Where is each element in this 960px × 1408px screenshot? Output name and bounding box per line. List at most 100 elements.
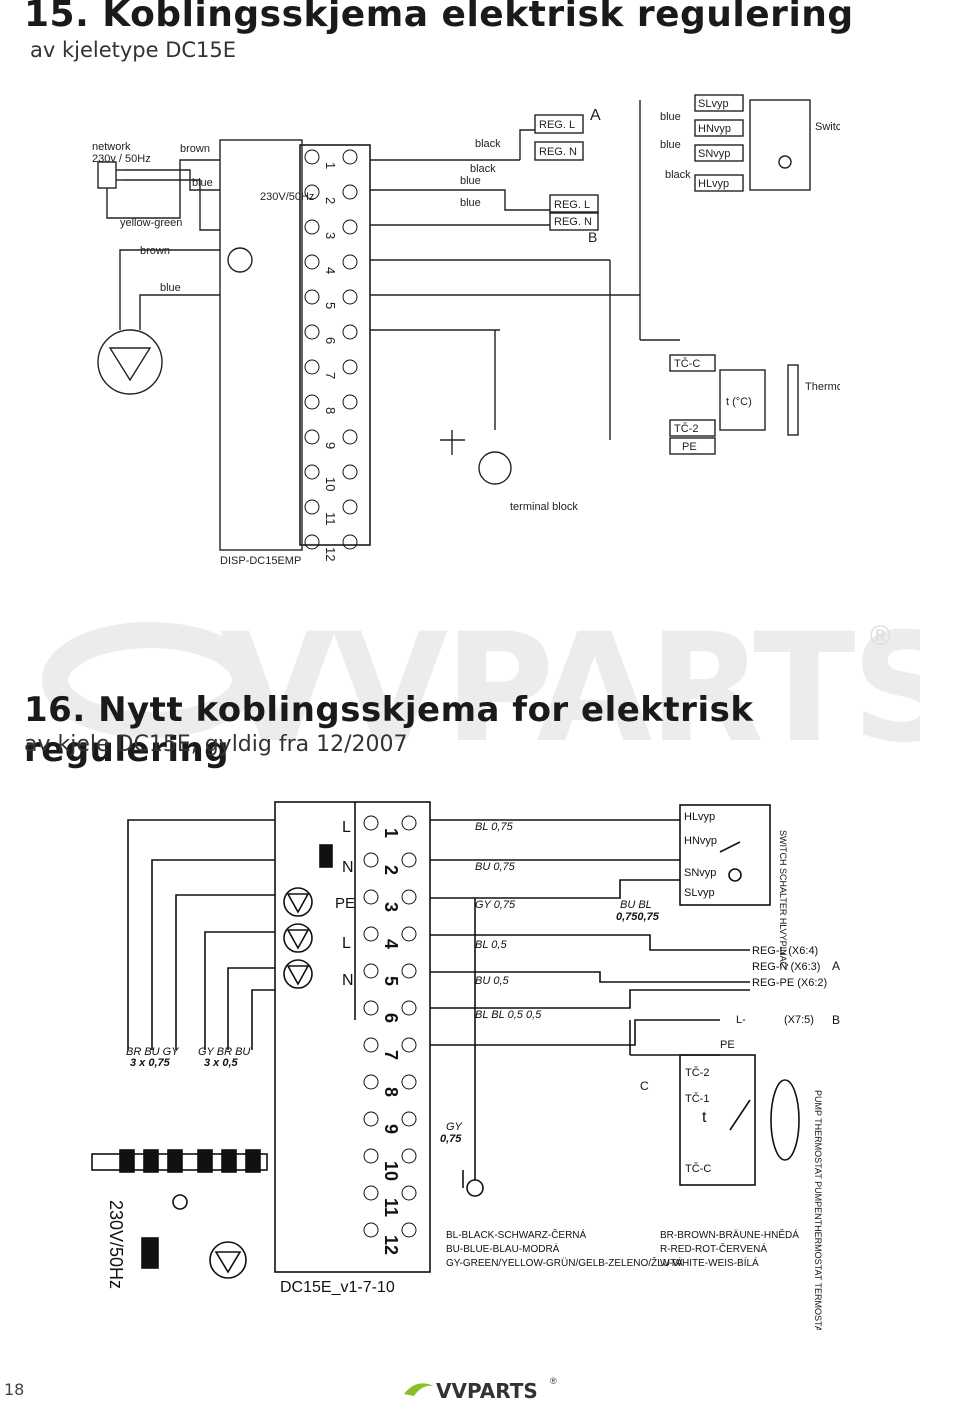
terminal-screw-icon: [363, 1074, 379, 1090]
terminal-screw-icon: [401, 1074, 417, 1090]
wire-bu-05: BU 0,5: [475, 975, 510, 987]
terminal-screw-icon: [401, 963, 417, 979]
watermark-text: VVPARTS: [220, 602, 920, 770]
switch-label: Switch: [815, 121, 840, 133]
pe-label-new: PE: [335, 895, 355, 912]
terminal-screw-icon: [363, 926, 379, 942]
vvparts-watermark: VVPARTS ®: [42, 602, 920, 770]
terminal-screw-icon: [342, 359, 358, 375]
t-label: t: [702, 1109, 707, 1126]
supply-label-new: 230V/50Hz: [106, 1200, 126, 1289]
wiring-diagram-old: network 230v / 50Hz brown blue yellow-gr…: [92, 94, 840, 567]
tc-2-label: TČ-2: [674, 422, 698, 435]
network-spec-label: 230v / 50Hz: [92, 153, 151, 165]
terminal-screw-icon: [304, 219, 320, 235]
pump-icon-2: [283, 923, 313, 953]
terminal-screw-icon: [304, 359, 320, 375]
pe2-label: PE: [720, 1039, 735, 1051]
switch-blue-2: blue: [660, 139, 681, 151]
switch-text: SWITCH SCHALTER HLVYPINAČ: [778, 830, 788, 969]
switch-blue-1: blue: [660, 111, 681, 123]
terminal-screw-icon: [342, 394, 358, 410]
marker-c-new: C: [640, 1079, 649, 1093]
legend-item: W-WHITE-WEIS-BÍLÁ: [660, 1256, 759, 1269]
reg-n-new: REG-N (X6:3): [752, 961, 820, 973]
bu-bl-size: 0,750,75: [616, 911, 660, 923]
fuse-icon: [319, 844, 333, 868]
terminal-screw-icon: [401, 1222, 417, 1238]
n-label: N: [342, 859, 354, 876]
terminal-block-label: terminal block: [510, 501, 578, 513]
terminal-screw-icon: [401, 852, 417, 868]
vvparts-logo: VVPARTS ®: [404, 1376, 557, 1403]
slvyp-label-new: SLvyp: [684, 887, 715, 899]
terminal-screw-icon: [363, 815, 379, 831]
black-label-1: black: [475, 138, 501, 150]
terminal-number: 8: [381, 1087, 401, 1097]
terminal-number: 4: [323, 267, 338, 274]
terminal-screw-icon: [342, 464, 358, 480]
gy-size-label: 0,75: [440, 1133, 462, 1145]
external-pump-icon: [209, 1241, 247, 1279]
pump-blue-label: blue: [160, 282, 181, 294]
terminal-screw-icon: [304, 534, 320, 550]
terminal-number: 8: [323, 407, 338, 414]
blue-label-1: blue: [460, 175, 481, 187]
terminal-number: 9: [381, 1124, 401, 1134]
board-label: DISP-DC15EMP: [220, 555, 301, 567]
bu-bl-label: BU BL: [620, 899, 652, 911]
terminal-number: 12: [381, 1235, 401, 1255]
switch-block: [679, 804, 771, 906]
terminal-screw-icon: [401, 889, 417, 905]
terminal-screw-icon: [363, 1037, 379, 1053]
terminal-screw-icon: [342, 149, 358, 165]
control-board: [219, 139, 303, 551]
footer-logo-text: VVPARTS: [436, 1379, 538, 1403]
footer-logo-mark: ®: [550, 1376, 557, 1386]
blue-label-2: blue: [460, 197, 481, 209]
terminal-screw-icon: [342, 324, 358, 340]
terminal-number: 3: [323, 232, 338, 239]
pe-label: PE: [682, 441, 697, 453]
terminal-number: 4: [381, 939, 401, 949]
l-x7-label: L-: [736, 1014, 746, 1026]
gy-label: GY: [446, 1121, 463, 1133]
pump-icon: [97, 329, 163, 395]
terminal-block-old: [299, 144, 371, 546]
legend-item: BL-BLACK-SCHWARZ-ČERNÁ: [446, 1228, 587, 1241]
reg-l-new: REG-L (X6:4): [752, 945, 818, 957]
slvyp-label: SLvyp: [698, 98, 729, 110]
network-label: network: [92, 141, 131, 153]
terminal-number: 5: [381, 976, 401, 986]
t-c-label: t (°C): [726, 396, 752, 408]
terminal-screw-icon: [401, 1185, 417, 1201]
terminal-screw-icon: [401, 815, 417, 831]
cable1-size: 3 x 0,75: [130, 1057, 171, 1069]
terminal-screw-icon: [304, 289, 320, 305]
pump-icon-3: [283, 959, 313, 989]
terminal-number: 9: [323, 442, 338, 449]
reg-l-label: REG. L: [539, 119, 575, 131]
cable1-colors: BR BU GY: [126, 1046, 179, 1058]
terminal-screw-icon: [363, 1148, 379, 1164]
terminal-screw-icon: [401, 1000, 417, 1016]
terminal-screw-icon: [342, 499, 358, 515]
terminal-number: 6: [323, 337, 338, 344]
legend-item: R-RED-ROT-ČERVENÁ: [660, 1242, 767, 1255]
marker-b-new: B: [832, 1013, 840, 1027]
cable2-colors: GY BR BU: [198, 1046, 250, 1058]
terminal-number: 11: [381, 1198, 401, 1217]
terminal-screw-icon: [304, 429, 320, 445]
snvyp-label: SNvyp: [698, 148, 730, 160]
black-label-2: black: [470, 163, 496, 175]
terminal-screw-icon: [304, 324, 320, 340]
wire-bl-bl-05: BL BL 0,5 0,5: [475, 1009, 542, 1021]
terminal-screw-icon: [363, 1111, 379, 1127]
logo-swoosh-icon: [404, 1383, 434, 1396]
tcc-label: TČ-C: [685, 1162, 711, 1175]
wire-yellow-green-label: yellow-green: [120, 217, 182, 229]
terminal-screw-icon: [342, 534, 358, 550]
terminal-number: 5: [323, 302, 338, 309]
wire-brown-label: brown: [180, 143, 210, 155]
